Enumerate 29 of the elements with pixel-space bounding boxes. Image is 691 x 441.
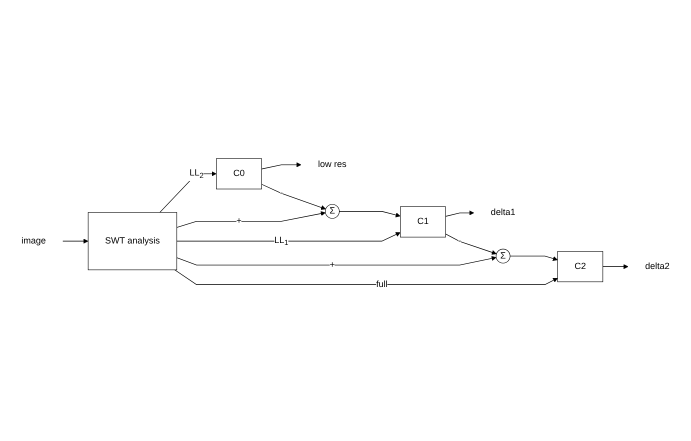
edge-label: - (280, 188, 283, 198)
arrow (159, 171, 217, 213)
edge-label: - (458, 236, 462, 246)
node-text: delta2 (645, 262, 670, 272)
arrow (261, 184, 326, 210)
arrow (510, 256, 558, 261)
arrow (261, 162, 302, 170)
arrow (445, 234, 497, 255)
node-box: C0 (216, 158, 262, 190)
node-circle: Σ (325, 204, 340, 219)
arrow (445, 210, 474, 217)
arrow (176, 232, 401, 242)
arrow (602, 264, 628, 270)
node-box: C1 (400, 206, 446, 238)
node-text: image (21, 236, 46, 246)
edge-label: + (236, 216, 242, 226)
node-circle: Σ (496, 248, 510, 264)
node-box: SWT analysis (88, 212, 178, 270)
edge-label: LL$_{2}$ (189, 168, 204, 180)
edge-label: + (330, 260, 335, 270)
edge-label: full (376, 280, 388, 290)
node-text: delta1 (490, 208, 516, 218)
arrow (176, 256, 496, 266)
node-box: C2 (557, 251, 604, 282)
edge-label: LL$_{1}$ (274, 235, 288, 247)
node-text: low res (318, 160, 347, 170)
arrow (338, 211, 401, 218)
arrow (174, 270, 558, 285)
arrow (62, 238, 88, 244)
